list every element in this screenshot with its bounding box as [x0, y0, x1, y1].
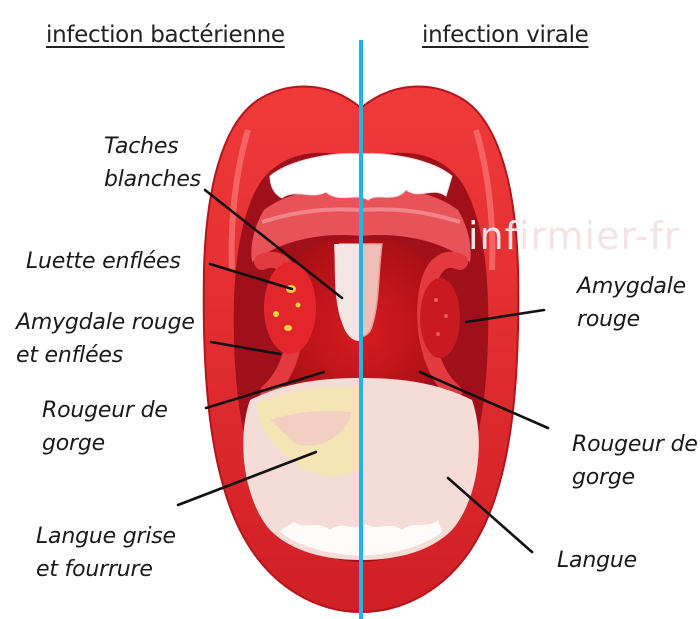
label-swollen-uvula: Luette enflées	[26, 245, 181, 278]
label-tongue: Langue	[557, 544, 637, 577]
label-white-spots: Taches blanches	[104, 130, 201, 196]
label-grey-coated-tongue: Langue grise et fourrure	[36, 520, 176, 586]
label-red-tonsil: Amygdale rouge	[577, 270, 686, 336]
right-tonsil	[420, 278, 460, 358]
label-throat-redness-bacterial: Rougeur de gorge	[42, 394, 168, 460]
watermark: infirmier-fr	[468, 214, 680, 258]
heading-viral-infection: infection virale	[422, 22, 589, 48]
heading-bacterial-infection: infection bactérienne	[46, 22, 285, 48]
left-tonsil	[264, 262, 316, 354]
label-red-swollen-tonsil: Amygdale rouge et enflées	[16, 306, 195, 372]
label-throat-redness-viral: Rougeur de gorge	[572, 428, 698, 494]
